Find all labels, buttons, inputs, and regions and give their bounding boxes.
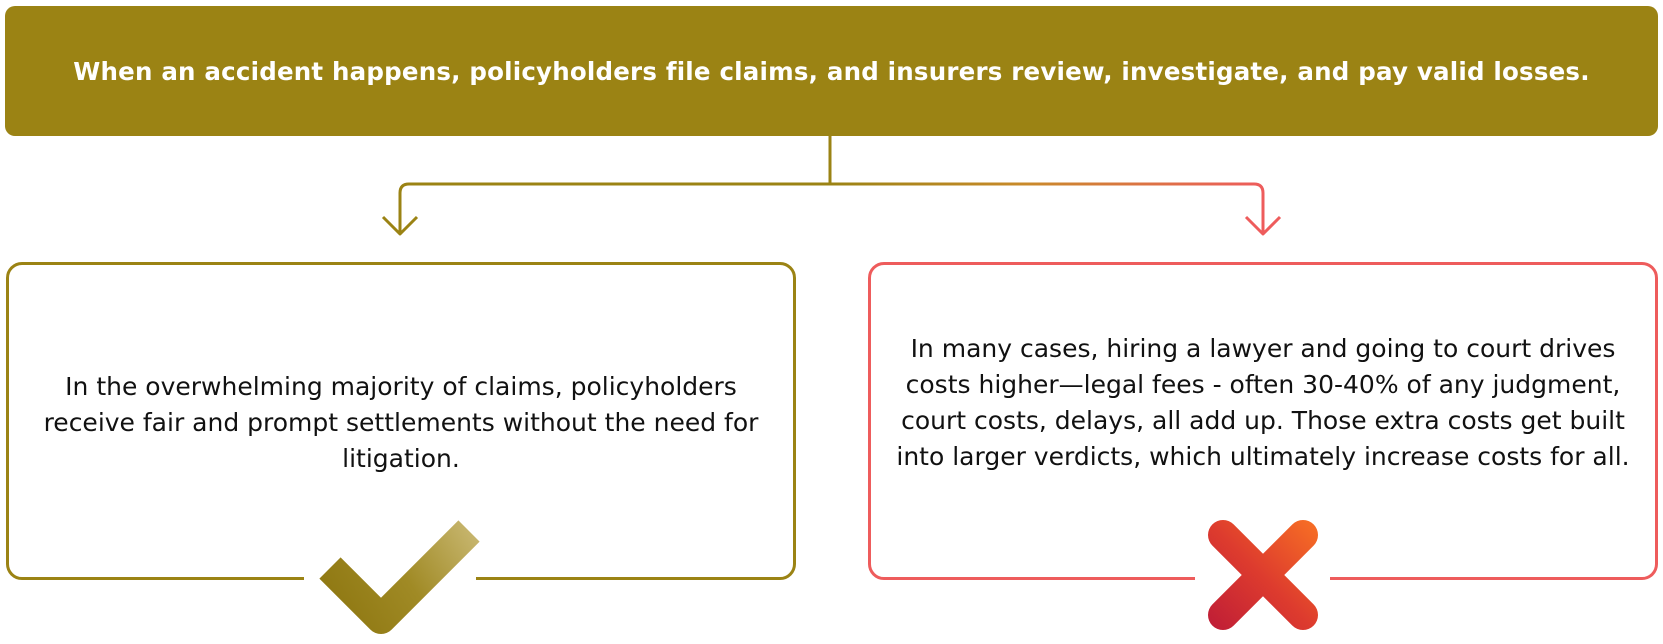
claim-process-text: When an accident happens, policyholders …: [73, 56, 1590, 86]
right-branch-connector: [830, 182, 1265, 233]
settlement-outcome-box: In the overwhelming majority of claims, …: [6, 262, 796, 580]
right-arrowhead-icon: [1244, 215, 1282, 236]
litigation-outcome-text: In many cases, hiring a lawyer and going…: [896, 334, 1630, 471]
settlement-outcome-text: In the overwhelming majority of claims, …: [43, 372, 759, 473]
left-branch-connector: [398, 182, 830, 233]
left-arrowhead-icon: [381, 215, 419, 236]
litigation-outcome-box: In many cases, hiring a lawyer and going…: [868, 262, 1658, 580]
claim-process-box: When an accident happens, policyholders …: [5, 6, 1658, 136]
